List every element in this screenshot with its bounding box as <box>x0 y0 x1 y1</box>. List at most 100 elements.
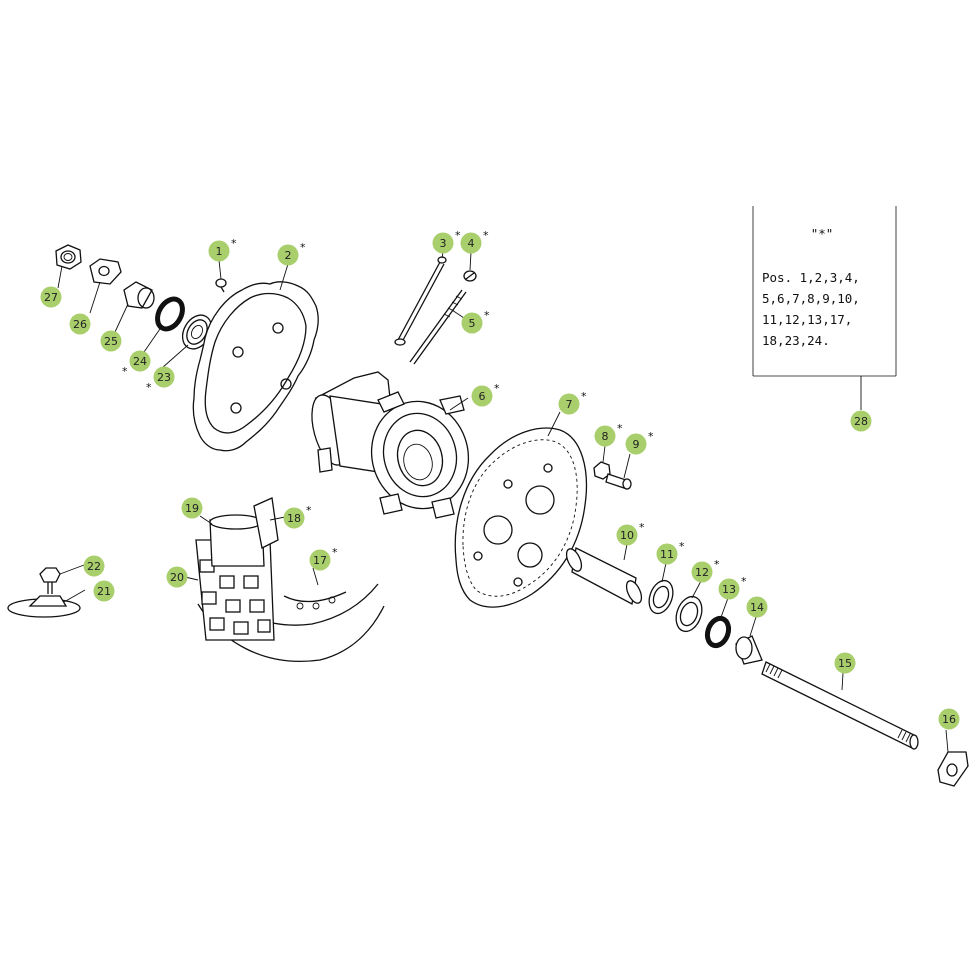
callout-star: * <box>648 430 654 443</box>
part-wheel-hub <box>311 371 470 519</box>
callout-number: 21 <box>97 585 111 598</box>
callout-number: 7 <box>566 398 573 411</box>
callout-17: 17* <box>309 546 338 571</box>
callout-star: * <box>306 504 312 517</box>
callout-number: 27 <box>44 291 58 304</box>
callout-27: 27 <box>40 286 62 308</box>
part-bolt-head <box>463 270 477 282</box>
callout-number: 12 <box>695 566 709 579</box>
callout-star: * <box>639 521 645 534</box>
note-line-1: Pos. 1,2,3,4, <box>762 270 860 285</box>
callout-number: 10 <box>620 529 634 542</box>
callout-15: 15 <box>834 652 856 674</box>
callout-circle <box>746 596 768 618</box>
part-axle-nut <box>55 244 82 270</box>
callout-star: * <box>146 381 152 394</box>
callout-number: 16 <box>942 713 956 726</box>
callout-12: 12 * <box>691 558 720 583</box>
note-title: "*" <box>811 226 834 241</box>
callout-28: 28 <box>850 410 872 432</box>
note-line-3: 11,12,13,17, <box>762 312 852 327</box>
callout-26: 26 <box>69 313 91 335</box>
leader-lines <box>57 251 949 753</box>
callout-number: 20 <box>170 571 184 584</box>
callout-13: 13 * <box>718 575 747 600</box>
callout-number: 19 <box>185 502 199 515</box>
part-chain-adjuster-right <box>937 751 969 787</box>
callout-circle <box>432 232 454 254</box>
callout-3: 3* <box>432 229 461 254</box>
callout-number: 5 <box>469 317 476 330</box>
part-chain-adjuster <box>89 258 122 285</box>
callout-number: 17 <box>313 554 327 567</box>
callout-number: 3 <box>440 237 447 250</box>
part-spacer-bushing <box>123 281 155 309</box>
callout-22: 22 <box>83 555 105 577</box>
callout-number: 23 <box>157 371 171 384</box>
callout-circle <box>283 507 305 529</box>
callout-5: 5* <box>461 309 490 334</box>
callout-2: 2* <box>277 241 306 266</box>
part-axle <box>761 661 919 750</box>
callout-number: 15 <box>838 657 852 670</box>
callout-circle <box>460 232 482 254</box>
callout-number: 28 <box>854 415 868 428</box>
part-threaded-rod <box>409 289 467 365</box>
callout-star: * <box>484 309 490 322</box>
part-seal-ring <box>155 296 185 332</box>
callout-star: * <box>122 365 128 378</box>
callout-number: 4 <box>468 237 475 250</box>
callout-star: * <box>300 241 306 254</box>
callout-circle <box>100 330 122 352</box>
callout-star: * <box>679 540 685 553</box>
callout-star: * <box>741 575 747 588</box>
callout-bubbles: 1*2*3*4*5*6*7*8*9*10*11*12*13*14151617*1… <box>40 229 960 730</box>
callout-number: 6 <box>479 390 486 403</box>
part-rim-lock <box>7 567 81 618</box>
callout-number: 1 <box>216 245 223 258</box>
callout-number: 13 <box>722 583 736 596</box>
callout-circle <box>558 393 580 415</box>
callout-number: 14 <box>750 601 764 614</box>
callout-1: 1* <box>208 237 237 262</box>
part-brake-disc <box>192 281 319 452</box>
part-long-bolt <box>394 256 447 346</box>
callout-6: 6* <box>471 382 500 407</box>
callout-circle <box>83 555 105 577</box>
callout-number: 22 <box>87 560 101 573</box>
callout-25: 25 <box>100 330 122 352</box>
callout-10: 10 * <box>616 521 645 546</box>
callout-number: 2 <box>285 249 292 262</box>
part-spacer-tube <box>565 547 643 606</box>
callout-circle <box>208 240 230 262</box>
callout-circle <box>718 578 740 600</box>
callout-7: 7* <box>558 390 587 415</box>
callout-9: 9* <box>625 430 654 455</box>
callout-11: 11* <box>656 540 685 565</box>
callout-star: * <box>714 558 720 571</box>
callout-circle <box>594 425 616 447</box>
note-box: "*" Pos. 1,2,3,4, 5,6,7,8,9,10, 11,12,13… <box>752 206 897 377</box>
note-line-4: 18,23,24. <box>762 333 830 348</box>
callout-number: 9 <box>633 438 640 451</box>
callout-21: 21 <box>93 580 115 602</box>
callout-20: 20 <box>166 566 188 588</box>
callout-23: 23 * <box>146 366 175 394</box>
part-sprocket-bolt <box>605 473 632 490</box>
callout-4: 4* <box>460 229 489 254</box>
callout-star: * <box>617 422 623 435</box>
callout-circle <box>277 244 299 266</box>
callout-star: * <box>231 237 237 250</box>
callout-circle <box>129 350 151 372</box>
callout-18: 18* <box>283 504 312 529</box>
part-bearing-12 <box>675 595 703 633</box>
callout-16: 16 <box>938 708 960 730</box>
part-seal-ring-right <box>704 615 732 649</box>
callout-24: 24 * <box>122 350 151 378</box>
callout-circle <box>40 286 62 308</box>
callout-circle <box>69 313 91 335</box>
part-bearing-11 <box>648 579 674 615</box>
callout-number: 24 <box>133 355 147 368</box>
callout-star: * <box>581 390 587 403</box>
